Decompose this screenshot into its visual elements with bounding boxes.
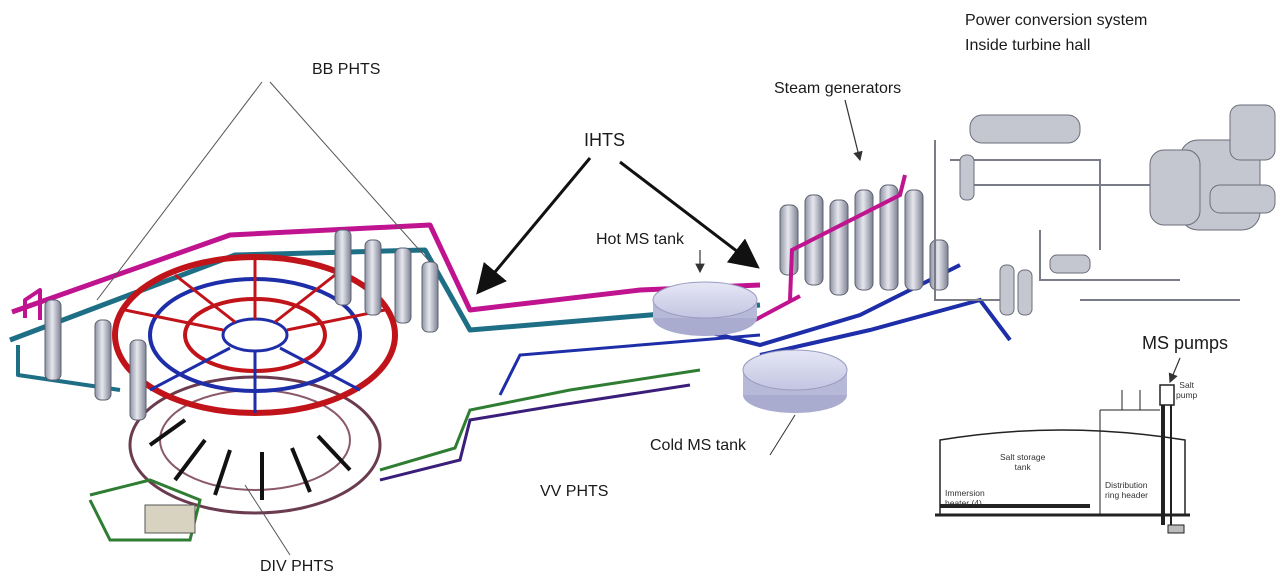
ihts-label: IHTS — [584, 130, 626, 150]
bb-arrow-left — [96, 81, 263, 301]
sg-arrow — [844, 99, 863, 162]
distribution-ring-header-label: Distribution ring header — [1105, 480, 1148, 500]
condenser — [969, 114, 1081, 144]
div-skid — [144, 504, 196, 534]
power-conversion-equipment — [959, 104, 1276, 316]
salt-storage-tank-line2: tank — [1014, 462, 1031, 472]
power-conversion-label: Power conversion system — [965, 12, 1148, 29]
divertor-spokes — [148, 418, 352, 500]
bb-heat-exchangers — [44, 229, 439, 421]
power-conversion — [934, 140, 1240, 301]
vv-phts-label: VV PHTS — [540, 483, 609, 500]
annotation-arrows — [96, 81, 1181, 556]
bb-arrow-right — [269, 81, 431, 263]
salt-pump-label: Salt pump — [1176, 380, 1197, 400]
bb-loop-magenta-2 — [23, 288, 42, 320]
immersion-heater-line1: Immersion — [945, 488, 985, 498]
div-phts-label: DIV PHTS — [260, 558, 334, 575]
vv-div-lines — [88, 333, 761, 542]
bb-loop-teal-2 — [16, 345, 121, 392]
sg-pipe-magenta — [788, 174, 907, 301]
steam-generators-label: Steam generators — [774, 80, 902, 97]
cold-ms-tank — [742, 349, 848, 413]
salt-pump-label-line2: pump — [1176, 390, 1198, 400]
ms-pumps-arrow — [1168, 357, 1181, 384]
reheater — [1209, 184, 1276, 214]
reactor-assembly — [112, 254, 398, 515]
hot-ms-tank-label: Hot MS tank — [596, 231, 685, 248]
immersion-heater-line2: heater (4) — [945, 498, 982, 508]
turbine-hall-label: Inside turbine hall — [965, 37, 1091, 54]
bb-loop-teal — [9, 247, 761, 343]
salt-pump-label-line1: Salt — [1179, 380, 1194, 390]
salt-storage-tank-line1: Salt storage — [1000, 452, 1046, 462]
distribution-line1: Distribution — [1105, 480, 1148, 490]
cold-tank-arrow — [769, 414, 796, 456]
generator — [1229, 104, 1276, 161]
ihts-arrow-left — [476, 157, 592, 295]
turbine-front — [1149, 149, 1201, 226]
bb-loop-magenta — [11, 222, 761, 315]
ms-pumps-inset — [935, 384, 1190, 534]
distribution-line2: ring header — [1105, 490, 1149, 500]
steam-generators — [779, 184, 949, 296]
bb-phts-label: BB PHTS — [312, 61, 381, 78]
salt-storage-tank-label: Salt storage tank — [1000, 452, 1045, 472]
immersion-heater-label: Immersion heater (4) — [945, 488, 985, 508]
hot-ms-tank — [652, 281, 758, 336]
cold-ms-tank-label: Cold MS tank — [650, 437, 747, 454]
ms-pumps-label: MS pumps — [1142, 333, 1229, 353]
div-arrow — [244, 484, 291, 556]
ihts-arrow-right — [619, 160, 760, 269]
reactor-ring-core — [221, 317, 289, 353]
